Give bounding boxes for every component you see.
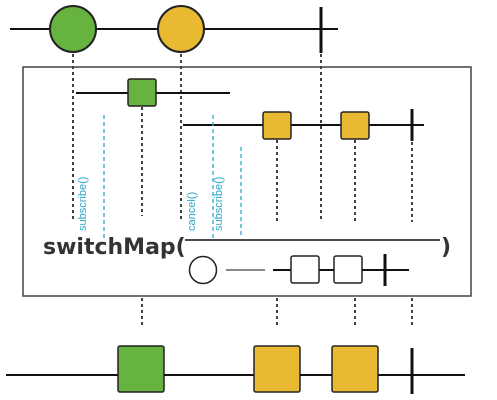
operator-close-paren: ) <box>441 235 451 260</box>
cancel-label: cancel() <box>186 192 198 231</box>
call-markers: subscribe() cancel() subscribe() <box>77 115 242 238</box>
mapper-function <box>188 254 409 286</box>
source-green-circle <box>49 5 97 53</box>
inner-second-yellow-square-2 <box>340 111 370 140</box>
mapper-input-circle <box>188 255 218 285</box>
mapper-inner-square-1 <box>290 255 320 284</box>
operator-panel <box>22 66 472 297</box>
output-timeline <box>6 345 465 394</box>
mapper-inner-square-2 <box>333 255 363 284</box>
operator-name-label: switchMap( <box>43 235 186 260</box>
inner-second-yellow-square-1 <box>262 111 292 140</box>
subscribe-first-label: subscribe() <box>77 177 89 231</box>
output-green-square <box>117 345 165 393</box>
inner-first-green-square <box>127 78 157 107</box>
output-yellow-square-2 <box>331 345 379 393</box>
source-timeline <box>10 5 338 53</box>
output-connectors <box>141 298 413 326</box>
inner-observable-second <box>183 109 424 222</box>
output-yellow-square-1 <box>253 345 301 393</box>
source-connectors <box>72 54 322 220</box>
source-yellow-circle <box>157 5 205 53</box>
subscribe-second-label: subscribe() <box>213 177 225 231</box>
inner-observable-first <box>76 78 230 216</box>
